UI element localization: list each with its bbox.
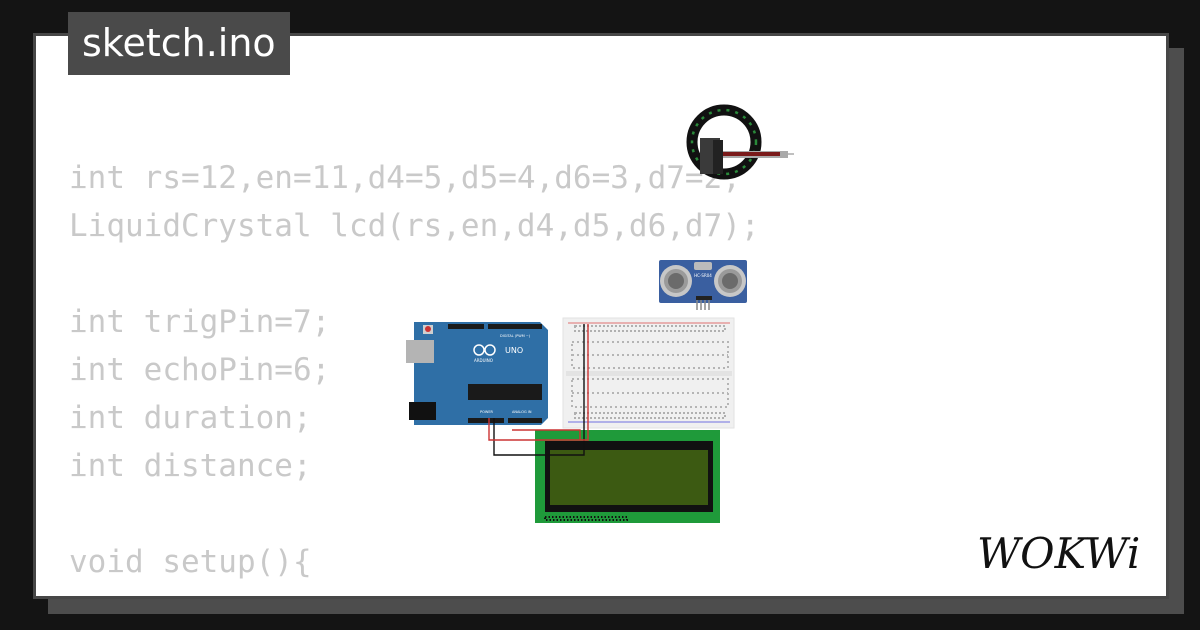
sketch-title: sketch.ino (68, 12, 290, 75)
arduino-uno[interactable]: UNO ARDUINO DIGITAL (PWM ~) POWER ANALOG… (406, 322, 548, 425)
code-line: void setup(){ (69, 544, 312, 580)
preview-card: int rs=12,en=11,d4=5,d5=4,d6=3,d7=2; Liqu… (33, 33, 1169, 599)
code-line: pinMode(trigPin,OUTPUT); (69, 586, 760, 596)
neopixel-ring[interactable] (686, 104, 762, 180)
code-line: int trigPin=7; (69, 304, 331, 340)
arduino-brand: ARDUINO (474, 358, 493, 363)
wires (488, 324, 589, 456)
code-preview: int rs=12,en=11,d4=5,d5=4,d6=3,d7=2; Liqu… (69, 154, 760, 596)
arduino-analog-label: ANALOG IN (512, 410, 532, 414)
arduino-power-label: POWER (480, 410, 494, 414)
code-line: int distance; (69, 448, 312, 484)
wokwi-logo: WOKWi (977, 529, 1140, 576)
code-line: int duration; (69, 400, 312, 436)
lcd-display[interactable] (535, 430, 720, 523)
code-line: int rs=12,en=11,d4=5,d5=4,d6=3,d7=2; (69, 160, 741, 196)
sensor-label: HC-SR04 (694, 273, 712, 278)
svg-text:WOKWi: WOKWi (977, 529, 1140, 576)
ultrasonic-sensor[interactable]: HC-SR04 (659, 260, 747, 310)
arduino-model: UNO (505, 346, 523, 355)
arduino-digital-label: DIGITAL (PWM ~) (500, 334, 531, 338)
code-line: LiquidCrystal lcd(rs,en,d4,d5,d6,d7); (69, 208, 760, 244)
code-line: int echoPin=6; (69, 352, 331, 388)
slide-potentiometer[interactable] (700, 138, 794, 174)
breadboard[interactable] (562, 317, 735, 429)
